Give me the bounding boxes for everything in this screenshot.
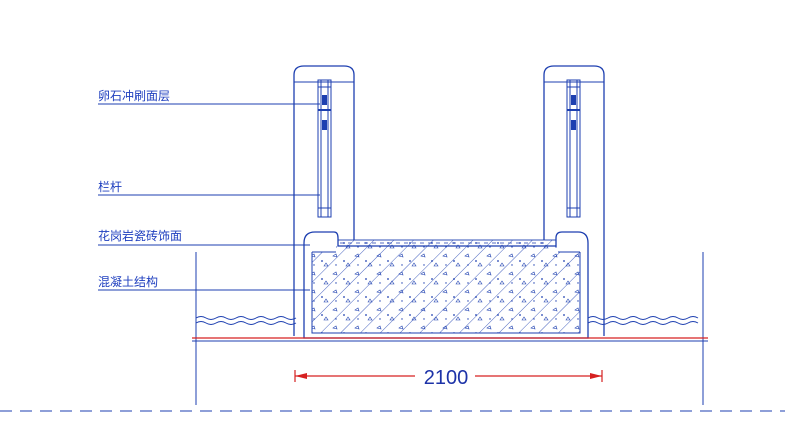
label-granite: 花岗岩瓷砖饰面 [98,228,182,243]
leader-lines [98,103,320,291]
right-railing [566,79,581,218]
concrete-structure [303,231,589,339]
water-level-right [587,316,699,325]
left-pillar [293,65,355,336]
dimension-value: 2100 [424,367,469,389]
dimension-line [294,370,603,382]
label-stone-layer: 卵石冲刷面层 [98,88,170,103]
water-level-left [195,316,297,325]
label-concrete: 混凝土结构 [98,274,158,289]
right-pillar [543,65,605,336]
granite-finish [337,239,557,247]
left-railing [317,79,332,218]
label-railing: 栏杆 [98,179,122,194]
